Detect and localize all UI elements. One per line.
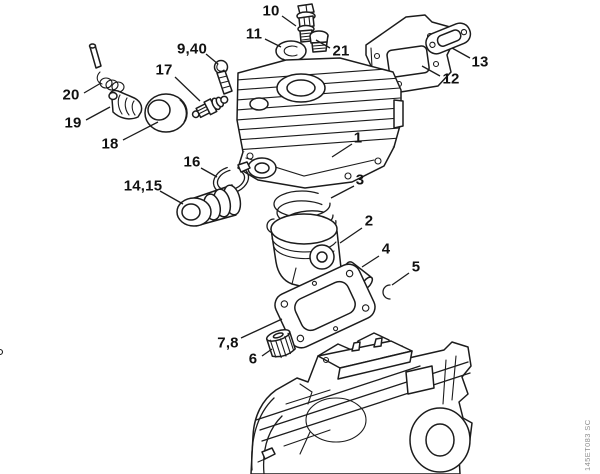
callout-label-4: 4	[381, 240, 391, 258]
leader-line-6	[261, 348, 273, 357]
callout-label-12: 12	[442, 70, 460, 88]
shroud-drawing	[144, 93, 188, 133]
leader-line-3	[330, 185, 355, 199]
leader-line-14-15	[159, 190, 184, 205]
screw-drawing	[213, 59, 233, 95]
callout-label-19: 19	[64, 114, 82, 132]
circlip-right-drawing	[382, 284, 391, 300]
callout-label-7-8: 7,8	[217, 334, 239, 352]
leader-line-18	[122, 121, 159, 141]
callout-label-1: 1	[353, 129, 363, 147]
leader-line-1	[331, 143, 353, 158]
leader-line-9-40	[205, 53, 219, 65]
callout-label-6: 6	[248, 350, 258, 368]
cylinder-drawing	[236, 57, 404, 189]
leader-line-17	[174, 76, 201, 102]
callout-label-2: 2	[364, 212, 374, 230]
cylinder-gasket-drawing	[274, 263, 376, 349]
leader-line-5	[391, 272, 410, 286]
leader-line-11	[264, 38, 282, 48]
manifold-drawing	[176, 184, 242, 227]
leader-line-13	[451, 47, 471, 59]
leader-line-12	[421, 65, 441, 77]
spark-plug-drawing	[191, 95, 229, 119]
callout-label-10: 10	[262, 2, 280, 20]
callout-label-18: 18	[101, 135, 119, 153]
callout-label-3: 3	[355, 171, 365, 189]
spring-drawing	[96, 71, 125, 93]
leader-line-4	[361, 255, 380, 268]
callout-label-5: 5	[411, 258, 421, 276]
leader-line-10	[281, 15, 297, 27]
callout-label-9-40: 9,40	[177, 40, 207, 58]
crankcase-drawing	[0, 332, 473, 474]
piston-drawing	[270, 213, 342, 289]
decomp-valve-drawing	[296, 3, 316, 43]
leader-line-16	[200, 167, 218, 178]
leader-line-20	[83, 82, 102, 94]
exhaust-gasket-drawing	[425, 22, 472, 55]
needle-bearing-drawing	[265, 329, 296, 359]
callout-label-20: 20	[62, 86, 80, 104]
callout-label-21: 21	[332, 42, 350, 60]
callout-label-17: 17	[155, 61, 173, 79]
callout-label-14-15: 14,15	[123, 177, 163, 195]
plug-screw-drawing	[309, 30, 329, 53]
leader-line-7-8	[240, 318, 283, 339]
callout-label-16: 16	[183, 153, 201, 171]
pin-drawing	[88, 43, 102, 69]
plug-boot-drawing	[108, 89, 143, 120]
watermark-code: 145ET083 SC	[583, 419, 592, 471]
callout-label-11: 11	[245, 25, 263, 43]
callout-label-13: 13	[471, 53, 489, 71]
leader-line-21	[315, 39, 331, 49]
leader-line-2	[339, 227, 363, 244]
callout-leader-lines	[83, 15, 471, 357]
leader-line-19	[85, 106, 111, 121]
